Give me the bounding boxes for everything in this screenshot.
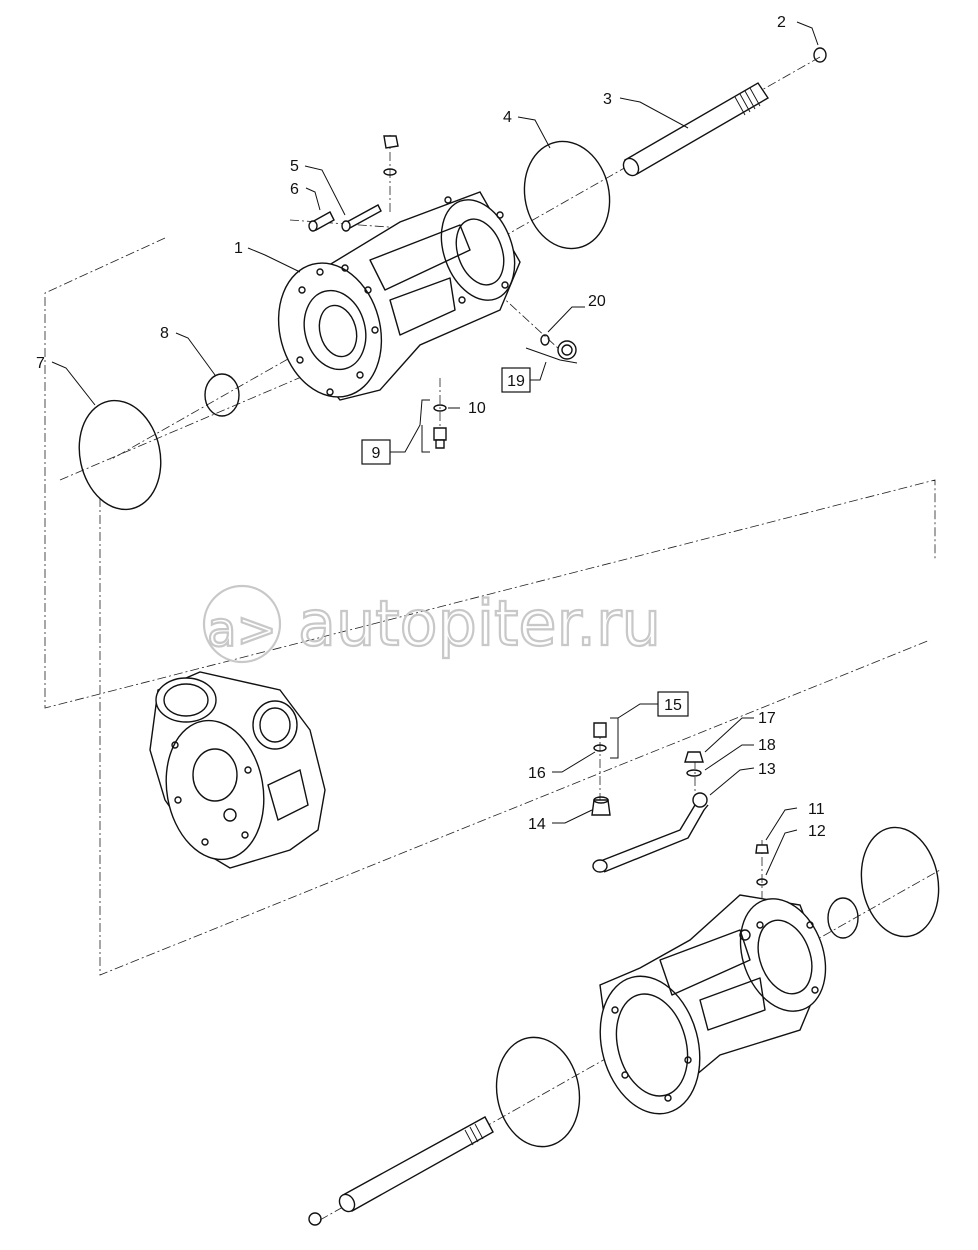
boxed-callout-9-label: 9 (372, 445, 381, 462)
boxed-callout-15-label: 15 (664, 697, 682, 714)
callout-7: 7 (36, 355, 45, 372)
callout-4: 4 (503, 109, 512, 126)
callout-2: 2 (777, 14, 786, 31)
callout-12: 12 (808, 823, 826, 840)
axle-shaft-bottom (338, 1116, 494, 1213)
callout-14: 14 (528, 816, 546, 833)
leader-lines (51, 21, 819, 876)
o-ring-bottom (495, 1036, 581, 1148)
part-7-o-ring (78, 399, 162, 511)
part-2-snap-ring (813, 47, 827, 63)
boxed-callout-19-label: 19 (507, 373, 525, 390)
watermark: a> autopiter.ru (202, 584, 662, 664)
callout-10: 10 (468, 400, 486, 417)
watermark-text: autopiter.ru (298, 587, 661, 660)
callout-6: 6 (290, 181, 299, 198)
callout-17: 17 (758, 710, 776, 727)
part-11-12-fittings (755, 844, 769, 886)
callout-11: 11 (808, 801, 825, 818)
part-1-axle-housing (277, 191, 521, 401)
boxed-callout-19: 19 (501, 367, 531, 393)
callout-13: 13 (758, 761, 776, 778)
axle-housing-bottom (599, 894, 827, 1115)
part-5-6-bolts (308, 204, 382, 232)
callout-20: 20 (588, 293, 606, 310)
part-4-o-ring (523, 140, 611, 250)
part-14-adapter (591, 796, 611, 816)
watermark-logo-circle (202, 584, 282, 664)
part-3-axle-shaft (622, 82, 769, 177)
callout-3: 3 (603, 91, 612, 108)
callout-16: 16 (528, 765, 546, 782)
part-17-18-nut-washer (684, 751, 704, 777)
callout-5: 5 (290, 158, 299, 175)
callout-1: 1 (234, 240, 243, 257)
part-8-o-ring (204, 373, 240, 417)
snap-ring-bottom (308, 1212, 322, 1226)
callout-8: 8 (160, 325, 169, 342)
o-ring-right-small (827, 897, 859, 939)
part-13-pipe (592, 792, 709, 873)
o-ring-right-large (860, 826, 940, 938)
differential-housing (149, 671, 326, 869)
part-16-plug-and-washer (593, 722, 607, 752)
watermark-logo-text: a> (207, 602, 277, 658)
boxed-callout-9: 9 (361, 439, 391, 465)
breather-and-washer (383, 135, 399, 176)
callout-labels: 2 3 4 5 6 1 8 7 20 10 17 18 13 16 14 11 … (36, 14, 826, 840)
part-10-plug-and-washer (433, 404, 447, 449)
part-20-plug (525, 334, 578, 364)
boxed-callout-15: 15 (657, 691, 689, 717)
callout-18: 18 (758, 737, 776, 754)
